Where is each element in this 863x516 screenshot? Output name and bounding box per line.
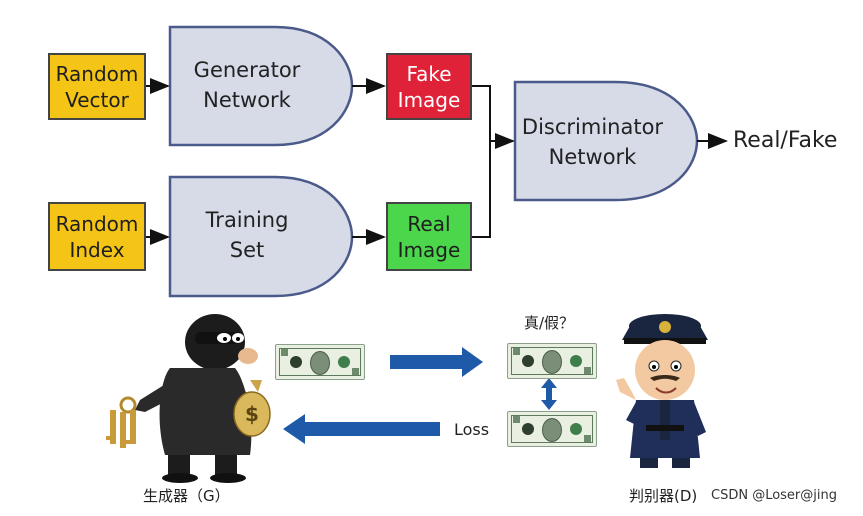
- svg-text:$: $: [245, 402, 259, 426]
- dollar-bill-generated-icon: [275, 344, 365, 380]
- random-vector-box: Random Vector: [48, 53, 146, 120]
- loss-label: Loss: [454, 420, 490, 439]
- blue-arrow-left: [283, 414, 440, 444]
- thief-figure-icon: [135, 314, 258, 483]
- real-image-box: Real Image: [386, 202, 472, 271]
- generator-gate-shape: [168, 25, 354, 147]
- watermark: CSDN @Loser@jing: [711, 488, 837, 503]
- discriminator-caption: 判别器(D): [629, 487, 698, 505]
- real-fake-question: 真/假？: [524, 314, 575, 332]
- blue-arrow-vertical: [541, 378, 557, 410]
- generator-network-label: Generator Network: [193, 58, 301, 113]
- connector-fake: [472, 85, 491, 141]
- blue-arrow-right: [390, 347, 483, 377]
- dollar-bill-top-icon: [507, 343, 597, 379]
- police-figure-icon: [616, 314, 708, 468]
- discriminator-gate-shape: [513, 80, 699, 202]
- random-index-box: Random Index: [48, 202, 146, 271]
- dollar-bill-bottom-icon: [507, 411, 597, 447]
- keys-icon: [106, 396, 137, 448]
- discriminator-network-label: Discriminator Network: [521, 115, 664, 170]
- fake-image-box: Fake Image: [386, 53, 472, 120]
- training-set-label: Training Set: [205, 208, 289, 263]
- output-label: Real/Fake: [733, 128, 838, 153]
- connector-real: [472, 141, 491, 238]
- generator-caption: 生成器（G）: [143, 487, 230, 505]
- money-bag-icon: $: [233, 380, 271, 437]
